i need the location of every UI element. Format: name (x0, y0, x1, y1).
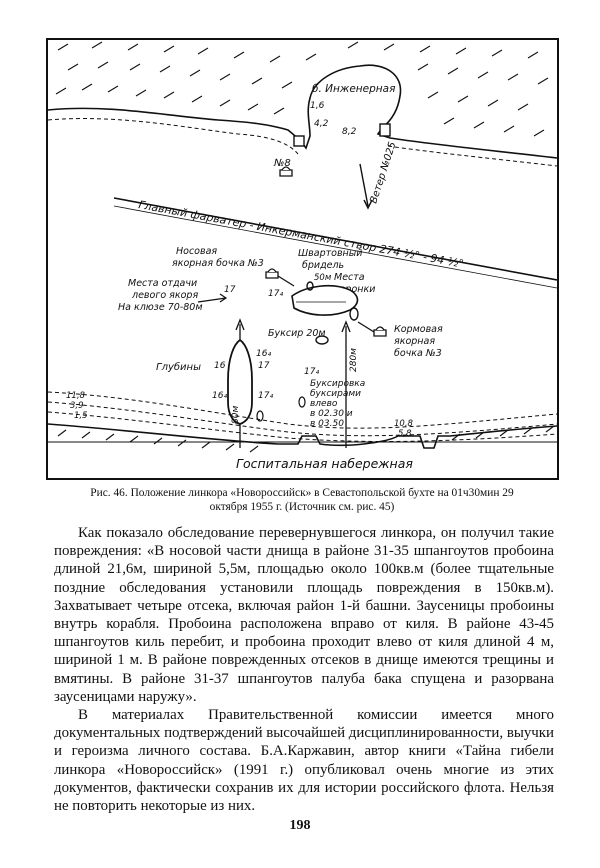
label-depth-4-2: 4,2 (314, 119, 329, 129)
label-n8: №8 (273, 158, 291, 169)
label-shore-3-9: 3,9 (70, 401, 84, 411)
stern-buoy-icon (357, 321, 387, 337)
north-shore-posts (293, 123, 391, 147)
label-depth-174c: 17₄ (304, 367, 319, 377)
anchor-arrow-icon (197, 293, 228, 303)
north-contours (48, 118, 557, 167)
label-shvartov-2: бридель (302, 260, 344, 271)
south-shore (48, 423, 557, 449)
label-funnels-1: Места (334, 272, 365, 283)
label-tow-5: в 03.50 (310, 419, 344, 429)
label-tow-2: буксирами (310, 389, 361, 399)
funnel-marks (306, 281, 359, 321)
label-tow-1: Буксировка (310, 379, 365, 389)
label-stern-buoy-1: Кормовая (394, 324, 443, 335)
label-stern-buoy-3: бочка №3 (394, 348, 442, 359)
buoy-n8-icon (279, 166, 293, 177)
label-shore-1-5: 1,5 (74, 411, 88, 421)
label-wind: Ветер №025 (368, 141, 398, 205)
label-depths-word: Глубины (156, 361, 201, 373)
label-left-anchor-3: На клюзе 70-80м (118, 302, 202, 313)
label-shvartov-50: 50м (314, 273, 332, 283)
label-stern-buoy-2: якорная (394, 336, 435, 347)
battleship-hull-main (227, 338, 253, 425)
label-depth-164a: 16₄ (256, 349, 271, 359)
label-depth-164b: 16₄ (212, 391, 227, 401)
label-length-80: 80м (231, 406, 241, 424)
body-text: Как показало обследование перевернувшего… (54, 524, 554, 815)
label-embankment: Госпитальная набережная (236, 456, 413, 471)
fairway-line (113, 197, 557, 289)
label-length-280: 280м (349, 348, 359, 372)
battleship-hull-top (291, 284, 359, 316)
tug-icon (315, 335, 329, 345)
label-shvartov-1: Швартовный (298, 248, 362, 259)
paragraph: В материалах Правительственной комиссии … (54, 707, 554, 815)
label-depth-16: 16 (214, 361, 226, 371)
label-left-anchor-2: левого якоря (131, 290, 198, 301)
label-shore-11-8: 11,8 (66, 391, 86, 401)
north-shore-hatching (55, 41, 549, 137)
figure: б. Инженерная 1,6 4,2 8,2 №8 Ветер №025 … (46, 38, 559, 480)
label-tug: Буксир 20м (268, 328, 326, 339)
harbor-diagram: б. Инженерная 1,6 4,2 8,2 №8 Ветер №025 … (48, 41, 557, 471)
label-inzhenernaya: б. Инженерная (312, 83, 395, 95)
label-tow-3: влево (310, 399, 338, 409)
small-buoy-marks (256, 396, 306, 422)
label-shore-5-8: 5,8 (398, 429, 412, 439)
figure-caption: Рис. 46. Положение линкора «Новороссийск… (90, 487, 514, 513)
bow-buoy-icon (265, 268, 295, 287)
label-bow-buoy-1: Носовая (176, 246, 217, 257)
label-depth-17: 17 (258, 361, 270, 371)
label-depth-8-2: 8,2 (342, 127, 357, 137)
wind-arrow-icon (359, 163, 373, 210)
south-contours (48, 391, 557, 442)
label-depth-17a: 17 (224, 285, 236, 295)
label-depth-174b: 17₄ (258, 391, 273, 401)
north-shore (48, 64, 557, 159)
page-number: 198 (289, 818, 311, 833)
label-left-anchor-1: Места отдачи (128, 278, 197, 289)
label-bow-buoy-2: якорная бочка №3 (172, 258, 264, 269)
label-shore-10-8: 10,8 (394, 419, 414, 429)
paragraph: Как показало обследование перевернувшего… (54, 525, 554, 705)
label-funnels-2: воронки (334, 284, 375, 295)
south-shore-hatching (57, 425, 555, 453)
label-tow-4: в 02.30 и (310, 409, 353, 419)
label-depth-174a: 17₄ (268, 289, 283, 299)
label-depth-1-6: 1,6 (310, 101, 325, 111)
